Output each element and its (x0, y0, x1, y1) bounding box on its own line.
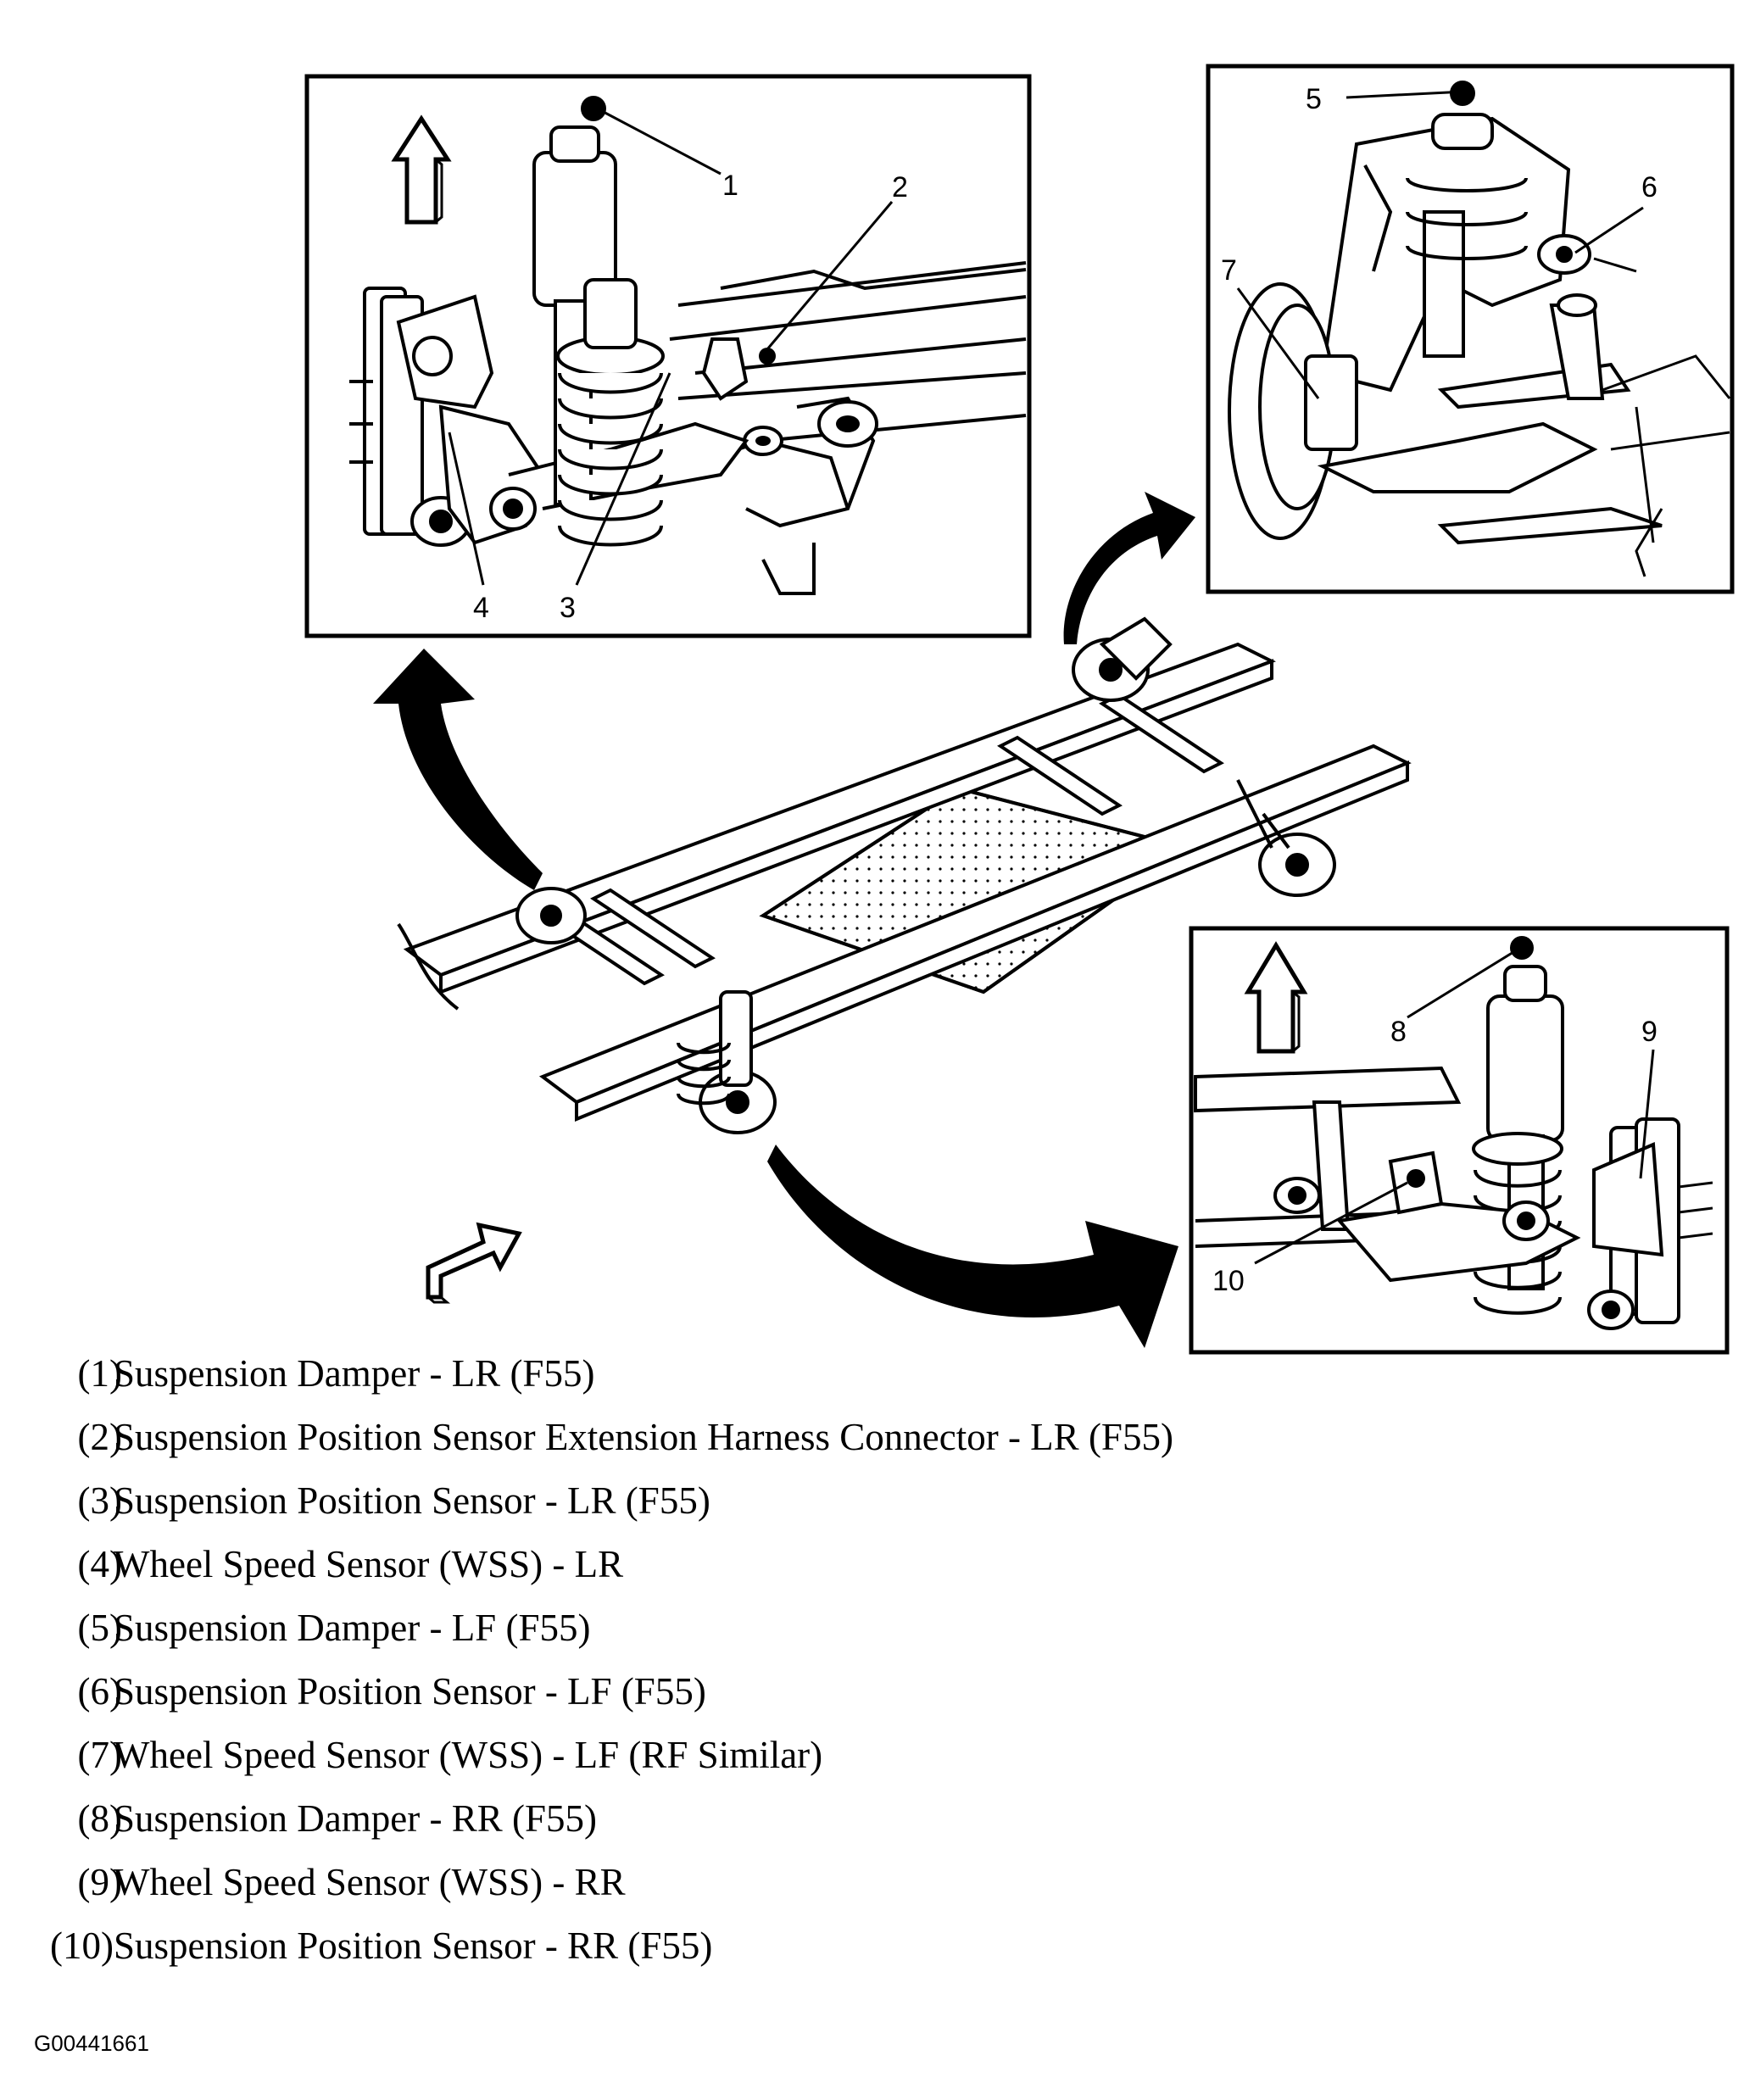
legend-label: Wheel Speed Sensor (WSS) - LR (114, 1543, 624, 1585)
legend-label: Suspension Position Sensor - RR (F55) (114, 1925, 713, 1967)
coil-spring-lr (556, 278, 665, 547)
legend-label: Suspension Damper - RR (F55) (114, 1797, 597, 1840)
chassis-frame (397, 616, 1412, 1134)
legend-label: Suspension Damper - LR (F55) (114, 1352, 595, 1395)
legend-number: (6) (77, 1670, 122, 1713)
legend-number: (8) (77, 1797, 122, 1840)
callout-5: 5 (1306, 83, 1322, 115)
legend-label: Suspension Position Sensor - LF (F55) (114, 1670, 706, 1713)
callout-3: 3 (560, 592, 576, 624)
legend-number: (10) (50, 1925, 114, 1967)
up-arrow-icon (1244, 941, 1308, 1054)
legend-number: (2) (77, 1416, 122, 1458)
legend-number: (1) (77, 1352, 122, 1395)
legend-label: Suspension Position Sensor Extension Har… (114, 1416, 1173, 1458)
legend-number: (5) (77, 1607, 122, 1649)
callout-6: 6 (1641, 171, 1658, 203)
callout-10: 10 (1212, 1265, 1245, 1297)
inset-left-front: 5 6 7 (1206, 64, 1735, 594)
figure-id: G00441661 (34, 2030, 149, 2056)
legend-label: Suspension Damper - LF (F55) (114, 1607, 591, 1649)
callout-9: 9 (1641, 1016, 1658, 1048)
legend-label: Suspension Position Sensor - LR (F55) (114, 1479, 710, 1522)
legend-number: (7) (77, 1734, 122, 1776)
callout-8: 8 (1390, 1016, 1407, 1048)
callout-2: 2 (892, 171, 908, 203)
legend-number: (4) (77, 1543, 122, 1585)
inset-right-rear: 8 9 10 (1189, 926, 1730, 1355)
up-arrow-icon (391, 114, 452, 225)
legend-label: Wheel Speed Sensor (WSS) - RR (114, 1861, 626, 1903)
callout-7: 7 (1221, 254, 1237, 287)
callout-1: 1 (722, 170, 738, 202)
curved-arrow-icon (373, 492, 1195, 1348)
legend-label: Wheel Speed Sensor (WSS) - LF (RF Simila… (114, 1734, 823, 1776)
inset-left-rear: 1 2 3 4 (304, 74, 1032, 638)
legend-number: (3) (77, 1479, 122, 1522)
legend-number: (9) (77, 1861, 122, 1903)
callout-4: 4 (473, 592, 489, 624)
forward-arrow-icon (426, 1222, 522, 1304)
suspension-diagram: 1 2 3 4 (304, 64, 1735, 1355)
